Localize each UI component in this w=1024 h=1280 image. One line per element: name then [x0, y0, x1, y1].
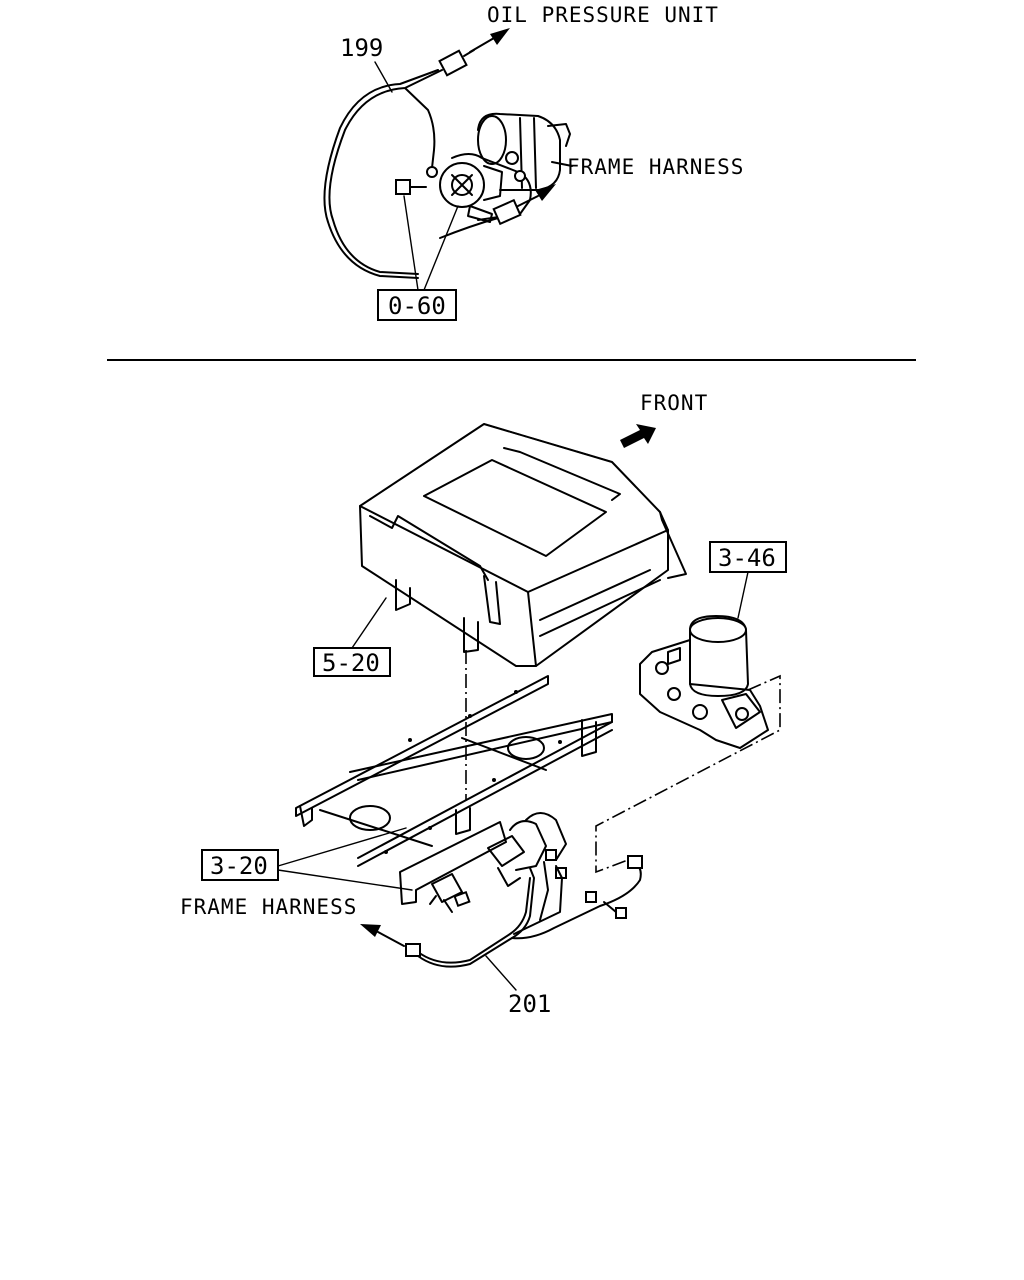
leader-199: [374, 61, 393, 93]
bolt: [395, 166, 438, 195]
harness-201: [405, 855, 643, 968]
harness-199: [328, 69, 443, 275]
front-label: FRONT: [640, 391, 708, 415]
frame-harness-connector-top: [439, 184, 556, 239]
front-arrow: [620, 424, 656, 448]
oil-pressure-unit-label: OIL PRESSURE UNIT: [487, 3, 719, 27]
top-view: OIL PRESSURE UNIT 199: [323, 3, 744, 321]
ref-box-5-20-text: 5-20: [322, 649, 380, 677]
part-number-201: 201: [508, 990, 551, 1018]
starter-motor: [439, 112, 573, 223]
battery-box: [359, 423, 687, 667]
ref-box-0-60-text: 0-60: [388, 292, 446, 320]
leader-201: [485, 955, 517, 991]
ref-box-3-46: 3-46: [709, 541, 787, 619]
oil-pressure-connector: [438, 49, 475, 77]
ref-box-0-60: 0-60: [377, 195, 459, 321]
part-number-199: 199: [340, 34, 383, 62]
valve-bracket: [399, 812, 567, 913]
air-dryer-extension: [595, 674, 781, 874]
ref-box-3-46-text: 3-46: [718, 544, 776, 572]
air-dryer: [639, 615, 769, 749]
frame-cross-member: [295, 675, 613, 867]
frame-harness-label-bottom: FRAME HARNESS: [180, 895, 357, 919]
ref-box-3-20: 3-20: [201, 827, 413, 891]
ref-box-3-20-text: 3-20: [210, 852, 268, 880]
frame-harness-label-top: FRAME HARNESS: [567, 155, 744, 179]
frame-harness-arrow-bottom: [360, 924, 405, 947]
ref-box-5-20: 5-20: [313, 597, 391, 677]
bottom-view: FRONT 5-20: [180, 391, 787, 1018]
oil-pressure-arrow: [469, 28, 510, 53]
